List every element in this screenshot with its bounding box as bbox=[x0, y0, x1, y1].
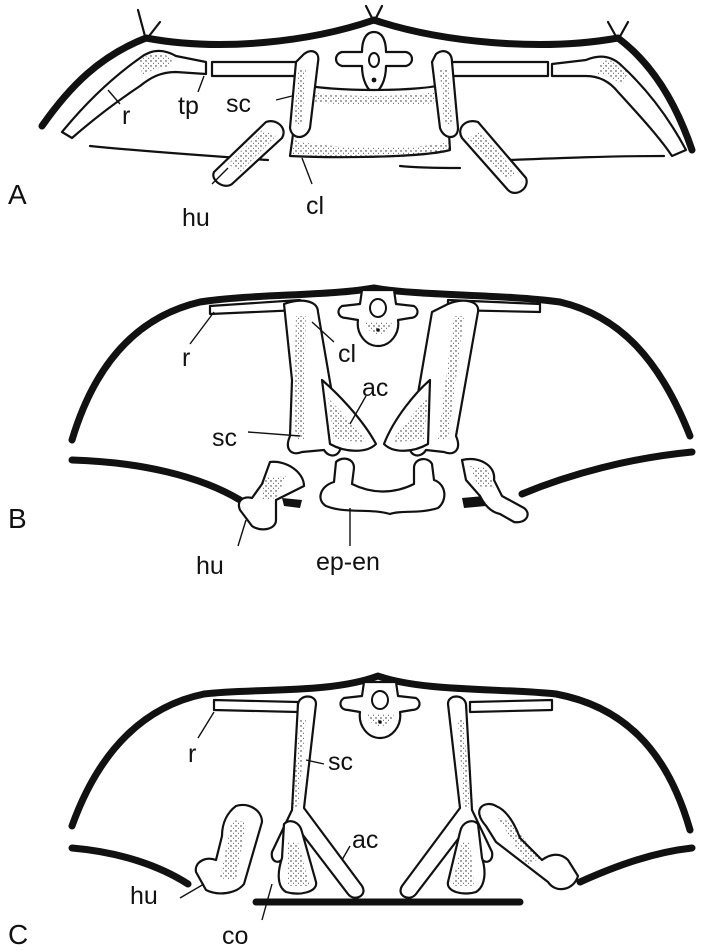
panel-c-plastron-left bbox=[72, 848, 188, 884]
panel-c-plastron-right bbox=[580, 848, 692, 882]
panel-c-label-sc: sc bbox=[328, 748, 353, 776]
panel-c-label-r: r bbox=[188, 740, 196, 768]
panel-b-label-r: r bbox=[182, 344, 190, 372]
panel-a-label-r: r bbox=[122, 102, 130, 130]
panel-c-label-hu: hu bbox=[130, 882, 158, 910]
panel-c-vertebra bbox=[341, 682, 420, 738]
panel-b-plastron-left bbox=[72, 460, 240, 500]
panel-a-label-hu: hu bbox=[182, 204, 210, 232]
panel-a-label-cl: cl bbox=[306, 192, 324, 220]
panel-b: B r cl ac sc hu ep-en bbox=[8, 288, 692, 580]
panel-b-label-cl: cl bbox=[338, 340, 356, 368]
panel-a-transverse-process-left bbox=[212, 62, 300, 76]
panel-b-label-hu: hu bbox=[196, 552, 224, 580]
panel-b-label-ac: ac bbox=[362, 374, 388, 402]
panel-b-label-ep-en: ep-en bbox=[316, 548, 380, 576]
panel-a-label-tp: tp bbox=[178, 92, 199, 120]
panel-a-label-sc: sc bbox=[226, 90, 251, 118]
panel-c-label-ac: ac bbox=[352, 826, 378, 854]
panel-b-ep-en bbox=[320, 459, 444, 514]
panel-b-label: B bbox=[8, 503, 27, 534]
panel-c-label: C bbox=[8, 919, 28, 950]
panel-c: C r sc ac hu co bbox=[8, 676, 692, 950]
panel-a-transverse-process-right bbox=[448, 62, 548, 76]
panel-c-label-co: co bbox=[222, 922, 248, 950]
panel-a-vertebra bbox=[336, 32, 412, 92]
panel-a: A r tp sc hu cl bbox=[8, 6, 692, 232]
panel-b-plastron-right bbox=[522, 452, 692, 494]
panel-a-label: A bbox=[8, 179, 27, 210]
panel-b-label-sc: sc bbox=[212, 424, 237, 452]
panel-b-vertebra bbox=[339, 290, 418, 346]
